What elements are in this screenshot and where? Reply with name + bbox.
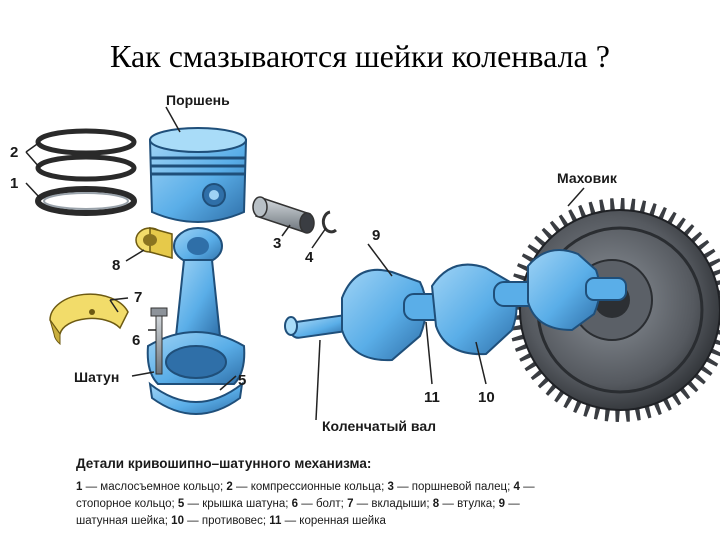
flywheel-tooth bbox=[615, 407, 620, 422]
bushing bbox=[135, 227, 173, 259]
callout-9: 9 bbox=[372, 227, 380, 244]
legend-text-10: противовес; bbox=[201, 515, 267, 527]
callout-7: 7 bbox=[134, 289, 142, 306]
callout-3: 3 bbox=[273, 235, 281, 252]
legend-num-3: 3 bbox=[387, 481, 394, 493]
piston-rings bbox=[35, 128, 137, 216]
legend-num-10: 10 bbox=[171, 515, 184, 527]
slide-title: Как смазываются шейки коленвала ? bbox=[110, 38, 610, 74]
rod-bolt bbox=[150, 307, 168, 375]
callout-2: 2 bbox=[10, 144, 18, 161]
flywheel-tooth bbox=[620, 198, 625, 213]
legend-text-4: стопорное кольцо; bbox=[76, 498, 175, 510]
legend-line-1: 1 — маслосъемное кольцо; 2 — компрессион… bbox=[76, 481, 535, 493]
callout-10: 10 bbox=[478, 389, 495, 406]
legend-text-11: коренная шейка bbox=[299, 515, 386, 527]
legend-num-8: 8 bbox=[432, 498, 440, 510]
legend-num-11: 11 bbox=[269, 515, 282, 527]
legend-text-2: компрессионные кольца; bbox=[250, 481, 385, 493]
legend-num-2: 2 bbox=[226, 481, 233, 493]
piston-pin bbox=[252, 196, 315, 234]
flywheel-tooth bbox=[610, 198, 616, 213]
piston bbox=[148, 127, 248, 223]
callout-1: 1 bbox=[10, 175, 18, 192]
flywheel-tooth bbox=[599, 199, 606, 214]
connecting-rod bbox=[146, 227, 246, 415]
callout-11: 11 bbox=[424, 389, 440, 406]
bearing-shells bbox=[49, 293, 129, 346]
label-crankshaft: Коленчатый вал bbox=[322, 418, 436, 434]
callout-4: 4 bbox=[305, 249, 314, 266]
circlip bbox=[321, 210, 337, 234]
legend-num-9: 9 bbox=[498, 498, 506, 510]
legend: Детали кривошипно–шатунного механизма: 1… bbox=[76, 456, 716, 530]
legend-num-6: 6 bbox=[291, 498, 299, 510]
flywheel-tooth bbox=[634, 406, 641, 421]
legend-text-9: шатунная шейка; bbox=[76, 515, 168, 527]
legend-num-1: 1 bbox=[76, 481, 83, 493]
flywheel-tooth bbox=[629, 198, 636, 214]
legend-num-4: 4 bbox=[513, 481, 520, 493]
label-piston: Поршень bbox=[166, 92, 230, 108]
legend-text-1: маслосъемное кольцо; bbox=[100, 481, 224, 493]
label-flywheel: Маховик bbox=[557, 170, 618, 186]
callout-8: 8 bbox=[112, 257, 120, 274]
flywheel-tooth bbox=[604, 406, 611, 422]
crankshaft bbox=[284, 249, 627, 362]
label-conrod: Шатун bbox=[74, 369, 119, 385]
legend-text-3: поршневой палец; bbox=[411, 481, 511, 493]
legend-text-8: втулка; bbox=[457, 498, 496, 510]
legend-num-5: 5 bbox=[177, 498, 185, 510]
legend-num-7: 7 bbox=[347, 498, 354, 510]
callout-5: 5 bbox=[238, 372, 246, 389]
legend-text-5: крышка шатуна; bbox=[202, 498, 289, 510]
callout-6: 6 bbox=[132, 332, 140, 349]
legend-line-2: стопорное кольцо; 5 — крышка шатуна; 6 —… bbox=[76, 498, 520, 510]
legend-line-3: шатунная шейка; 10 — противовес; 11 — ко… bbox=[76, 515, 386, 527]
legend-text-7: вкладыши; bbox=[371, 498, 430, 510]
flywheel-tooth bbox=[624, 407, 630, 422]
legend-heading: Детали кривошипно–шатунного механизма: bbox=[76, 456, 372, 471]
legend-text-6: болт; bbox=[315, 498, 344, 510]
